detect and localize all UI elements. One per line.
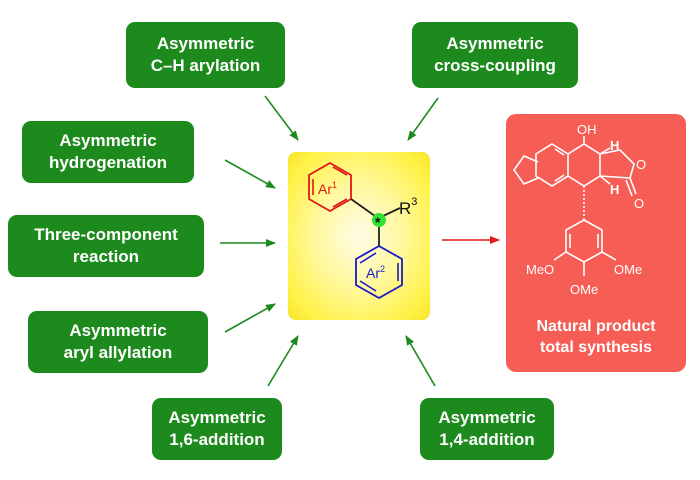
ar2-label: Ar2 — [366, 264, 385, 281]
bond-ar1-stereocenter — [350, 198, 376, 217]
stereocenter-dot — [372, 213, 386, 227]
method-line2: 1,4-addition — [439, 430, 535, 449]
h-bond-bottom — [599, 175, 611, 185]
method-line2: C–H arylation — [150, 56, 261, 75]
podophyllotoxin-structure: OH H H O O MeO OMe OMe — [513, 122, 646, 297]
bond-stereocenter-r3 — [382, 207, 401, 217]
method-line1: Asymmetric — [156, 34, 255, 53]
natural-product-caption: Natural product total synthesis — [506, 316, 686, 358]
natural-product-box: OH H H O O MeO OMe OMe — [506, 114, 686, 372]
method-box-ch-arylation: Asymmetric C–H arylation — [126, 22, 285, 88]
h-label-bottom: H — [610, 182, 619, 197]
h-bond-top — [599, 147, 611, 155]
ome-bottom-label: OMe — [570, 282, 598, 297]
method-line1: Asymmetric — [168, 408, 266, 427]
ring-o-label: O — [636, 157, 646, 172]
core-structure-box: Ar1 * R3 Ar2 — [288, 152, 430, 320]
ar1-ring — [308, 161, 352, 213]
ar2-inner-bond — [359, 280, 377, 292]
arrow-hydrogenation — [224, 159, 276, 189]
meo-bond — [553, 251, 567, 261]
method-line1: Asymmetric — [69, 321, 167, 340]
method-line1: Asymmetric — [446, 34, 544, 53]
meo-left-label: MeO — [526, 262, 554, 277]
carbonyl-bond — [629, 177, 637, 195]
arrow-14-addition — [405, 335, 436, 387]
carbonyl-o-label: O — [634, 196, 644, 211]
ring-a-double-bond — [554, 174, 565, 182]
method-line2: cross-coupling — [434, 56, 556, 75]
arrow-16-addition — [267, 335, 299, 387]
h-label-top: H — [610, 138, 619, 153]
ar2-ring — [355, 244, 403, 300]
ome-right-label: OMe — [614, 262, 642, 277]
method-line2: 1,6-addition — [169, 430, 265, 449]
ring-b — [567, 143, 601, 187]
method-box-hydrogenation: Asymmetric hydrogenation — [22, 121, 194, 183]
ar2-inner-bond — [359, 252, 377, 264]
caption-line2: total synthesis — [539, 339, 653, 356]
trimethoxyphenyl-ring — [565, 219, 603, 263]
core-structure-drawing: Ar1 * R3 Ar2 — [308, 161, 417, 300]
oh-label: OH — [577, 122, 597, 137]
method-box-three-component: Three-component reaction — [8, 215, 204, 277]
method-line2: aryl allylation — [63, 343, 173, 362]
method-box-14-addition: Asymmetric 1,4-addition — [420, 398, 554, 460]
method-box-cross-coupling: Asymmetric cross-coupling — [412, 22, 578, 88]
ring-a-double-bond — [554, 148, 565, 156]
arrow-aryl-allylation — [224, 303, 276, 333]
method-line2: reaction — [72, 247, 140, 266]
r3-label: R3 — [399, 196, 417, 218]
method-line1: Three-component — [34, 225, 178, 244]
ar1-inner-bond — [332, 198, 348, 208]
method-box-16-addition: Asymmetric 1,6-addition — [152, 398, 282, 460]
method-line1: Asymmetric — [59, 131, 157, 150]
ome-bond — [601, 251, 617, 261]
arrow-cross-coupling — [407, 97, 439, 141]
method-line1: Asymmetric — [438, 408, 536, 427]
aromatic-ring-a — [535, 143, 569, 187]
dioxole-ring — [513, 155, 539, 185]
method-line2: hydrogenation — [48, 153, 168, 172]
carbonyl-bond — [625, 179, 633, 197]
lactone-ring — [599, 149, 635, 179]
ar1-label: Ar1 — [318, 180, 337, 197]
method-box-aryl-allylation: Asymmetric aryl allylation — [28, 311, 208, 373]
ar1-inner-bond — [332, 166, 348, 176]
arrow-ch-arylation — [264, 95, 299, 141]
stereocenter-mark: * — [375, 214, 381, 230]
caption-line1: Natural product — [536, 318, 656, 335]
